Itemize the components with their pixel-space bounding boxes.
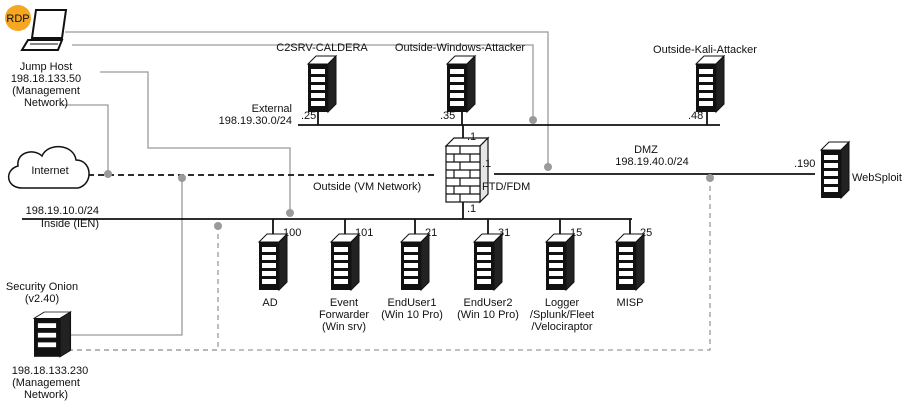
security-onion-version: (v2.40) xyxy=(25,293,59,305)
firewall-ip-right: .1 xyxy=(482,158,491,170)
connection-dots xyxy=(104,116,714,230)
onion-to-inside-link xyxy=(68,226,219,351)
jump-host-name: Jump Host xyxy=(20,61,73,73)
host-server-icon xyxy=(400,233,430,291)
jump-to-inside-link xyxy=(100,71,291,212)
host-server-icon xyxy=(545,233,575,291)
host-server-icon xyxy=(615,233,645,291)
host-name-line1: EndUser2 xyxy=(464,297,513,309)
jump-to-external-link xyxy=(72,44,534,120)
host-server-icon xyxy=(258,233,288,291)
rdp-badge-label: RDP xyxy=(6,13,29,25)
external-cidr: 198.19.30.0/24 xyxy=(219,115,292,127)
host-name-line1: Logger xyxy=(545,297,580,309)
cloud-icon xyxy=(8,146,90,189)
server-ip: .48 xyxy=(688,110,703,122)
firewall-icon xyxy=(444,136,490,204)
host-server-icon xyxy=(330,233,360,291)
security-onion-name: Security Onion xyxy=(6,281,78,293)
host-name-line3: /Velociraptor xyxy=(531,321,592,333)
inside-label: Inside (IEN) xyxy=(41,218,99,230)
dmz-cidr: 198.19.40.0/24 xyxy=(615,156,688,168)
laptop-icon xyxy=(20,9,68,51)
internet-label: Internet xyxy=(31,165,68,177)
websploit-server-icon xyxy=(820,141,850,199)
management-links xyxy=(60,31,711,351)
host-name-line2: Forwarder xyxy=(319,309,369,321)
inside-cidr: 198.19.10.0/24 xyxy=(26,205,99,217)
firewall-ip-bottom: .1 xyxy=(467,203,476,215)
jump-host-note-2: Network) xyxy=(24,97,68,109)
host-name-line1: MISP xyxy=(617,297,644,309)
server-ip: .25 xyxy=(301,110,316,122)
server-name: Outside-Kali-Attacker xyxy=(653,44,757,56)
firewall-ip-top: .1 xyxy=(467,131,476,143)
server-ip: .35 xyxy=(440,110,455,122)
websploit-ip: .190 xyxy=(794,158,815,170)
host-name-line3: (Win srv) xyxy=(322,321,366,333)
firewall-label: FTD/FDM xyxy=(482,181,530,193)
onion-to-outside-link xyxy=(68,178,183,336)
outside-label: Outside (VM Network) xyxy=(313,181,421,193)
host-name-line1: EndUser1 xyxy=(388,297,437,309)
server-icon xyxy=(307,55,337,113)
security-onion-note-2: Network) xyxy=(24,389,68,401)
host-name-line2: (Win 10 Pro) xyxy=(457,309,519,321)
host-server-icon xyxy=(473,233,503,291)
jump-host-ip: 198.18.133.50 xyxy=(11,73,81,85)
host-name-line2: /Splunk/Fleet xyxy=(530,309,594,321)
websploit-name: WebSploit xyxy=(852,172,902,184)
jump-host-note-1: (Management xyxy=(12,85,80,97)
server-name: C2SRV-CALDERA xyxy=(276,42,368,54)
onion-to-dmz-link xyxy=(68,178,711,351)
jump-to-dmz-link xyxy=(65,31,549,165)
server-name: Outside-Windows-Attacker xyxy=(395,42,526,54)
host-name-line2: (Win 10 Pro) xyxy=(381,309,443,321)
security-onion-server-icon xyxy=(32,311,72,358)
jump-to-outside-link xyxy=(60,104,109,174)
server-icon xyxy=(695,55,725,113)
security-onion-note-1: (Management xyxy=(12,377,80,389)
security-onion-ip: 198.18.133.230 xyxy=(12,365,88,377)
external-label: External xyxy=(252,103,292,115)
host-name-line1: Event xyxy=(330,297,358,309)
rdp-badge: RDP xyxy=(5,5,31,31)
host-name-line1: AD xyxy=(262,297,277,309)
dmz-label: DMZ xyxy=(634,144,658,156)
server-icon xyxy=(446,55,476,113)
